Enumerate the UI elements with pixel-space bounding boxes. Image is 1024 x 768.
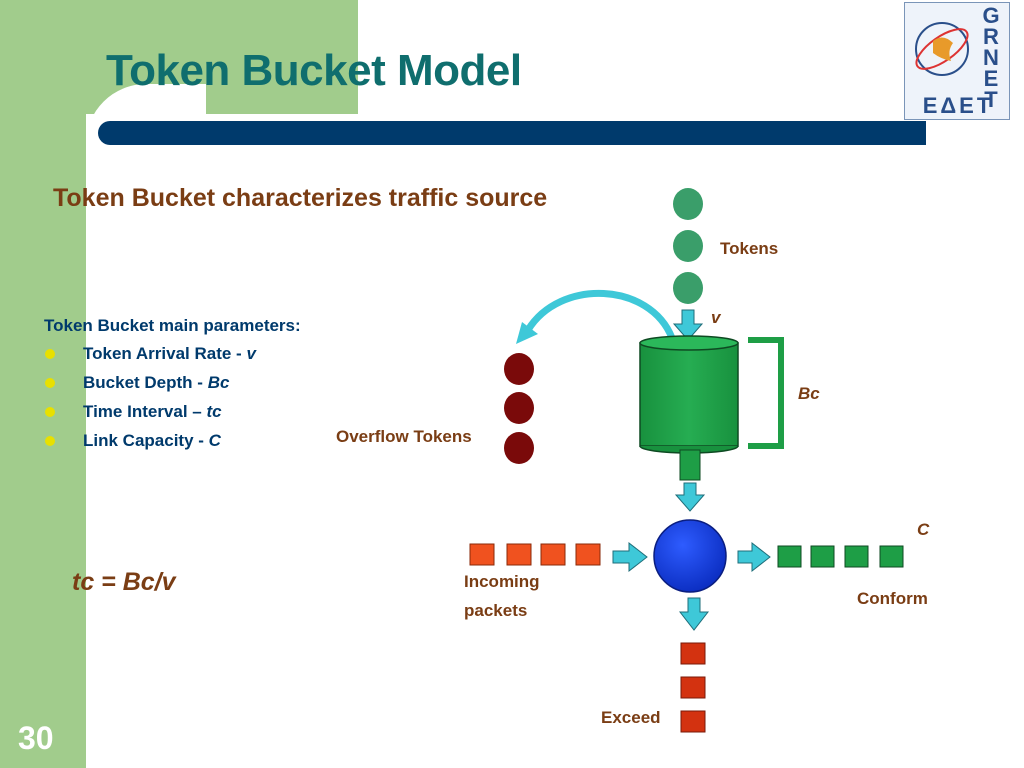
bullet-icon: [45, 378, 55, 388]
incoming-packet: [506, 543, 532, 566]
exceed-label: Exceed: [601, 708, 661, 727]
tokens-label: Tokens: [720, 239, 779, 258]
bucket-outlet: [679, 449, 701, 481]
outlet-arrow: [674, 482, 706, 512]
formula: tc = Bc/v: [72, 568, 176, 596]
slide-title: Token Bucket Model: [106, 46, 522, 95]
globe-icon: [915, 22, 969, 76]
parameter-symbol: C: [208, 431, 221, 450]
token-inflow-arrow: [672, 309, 704, 341]
logo-letters: G R N E T: [977, 3, 1005, 112]
conform-packet: [844, 545, 869, 568]
exceed-packet: [680, 642, 706, 665]
parameter-item: Time Interval – tc: [44, 399, 256, 428]
logo-letter: T: [984, 87, 998, 112]
incoming-packet: [540, 543, 566, 566]
bucket-depth-bracket: [748, 337, 784, 449]
meter-ball: [653, 519, 727, 593]
overflow-token: [504, 353, 534, 385]
left-accent-band: [0, 0, 86, 768]
overflow-arrow-head: [516, 322, 538, 344]
conform-packet: [810, 545, 835, 568]
parameter-item: Link Capacity - C: [44, 428, 256, 457]
overflow-token: [504, 432, 534, 464]
logo-letter: N: [983, 45, 999, 70]
token: [673, 188, 703, 220]
bullet-icon: [45, 436, 55, 446]
conform-label: Conform: [857, 589, 928, 608]
overflow-tokens-label: Overflow Tokens: [336, 427, 472, 446]
page-number: 30: [18, 720, 54, 756]
incoming-arrow: [612, 541, 648, 573]
token: [673, 272, 703, 304]
parameter-label: Link Capacity -: [83, 431, 209, 450]
logo-letter: R: [983, 24, 999, 49]
conform-arrow: [737, 541, 771, 573]
parameter-item: Bucket Depth - Bc: [44, 370, 256, 399]
bullet-icon: [45, 349, 55, 359]
depth-label: Bc: [798, 384, 820, 403]
rate-label: v: [711, 308, 721, 327]
title-underline-bar: [98, 121, 926, 145]
parameter-symbol: Bc: [207, 373, 230, 392]
conform-packet: [777, 545, 802, 568]
overflow-arrow: [525, 289, 676, 340]
incoming-packet: [469, 543, 495, 566]
parameter-symbol: v: [246, 344, 256, 363]
exceed-arrow: [678, 597, 710, 631]
bucket-body: [639, 342, 739, 447]
incoming-label-line: Incoming: [464, 572, 540, 591]
parameters-list: Token Arrival Rate - v Bucket Depth - Bc…: [44, 341, 256, 457]
logo-letter: G: [982, 3, 1000, 28]
incoming-packet: [575, 543, 601, 566]
exceed-packet: [680, 676, 706, 699]
incoming-label-line: packets: [464, 601, 528, 620]
parameter-label: Bucket Depth -: [83, 373, 208, 392]
parameters-heading: Token Bucket main parameters:: [44, 316, 301, 335]
capacity-label: C: [917, 520, 930, 539]
bullet-icon: [45, 407, 55, 417]
bucket-rim: [639, 335, 739, 351]
conform-packet: [879, 545, 904, 568]
logo-abbreviation: ΕΔΕΤ: [922, 93, 994, 118]
overflow-token: [504, 392, 534, 424]
token: [673, 230, 703, 262]
slide-subtitle: Token Bucket characterizes traffic sourc…: [53, 184, 548, 212]
parameter-symbol: tc: [206, 402, 222, 421]
grnet-logo: G R N E T ΕΔΕΤ: [904, 2, 1010, 120]
exceed-packet: [680, 710, 706, 733]
parameter-label: Token Arrival Rate -: [83, 344, 247, 363]
parameter-label: Time Interval –: [83, 402, 207, 421]
logo-letter: E: [983, 66, 999, 91]
incoming-packets-label: Incoming packets: [464, 567, 540, 625]
parameter-item: Token Arrival Rate - v: [44, 341, 256, 370]
